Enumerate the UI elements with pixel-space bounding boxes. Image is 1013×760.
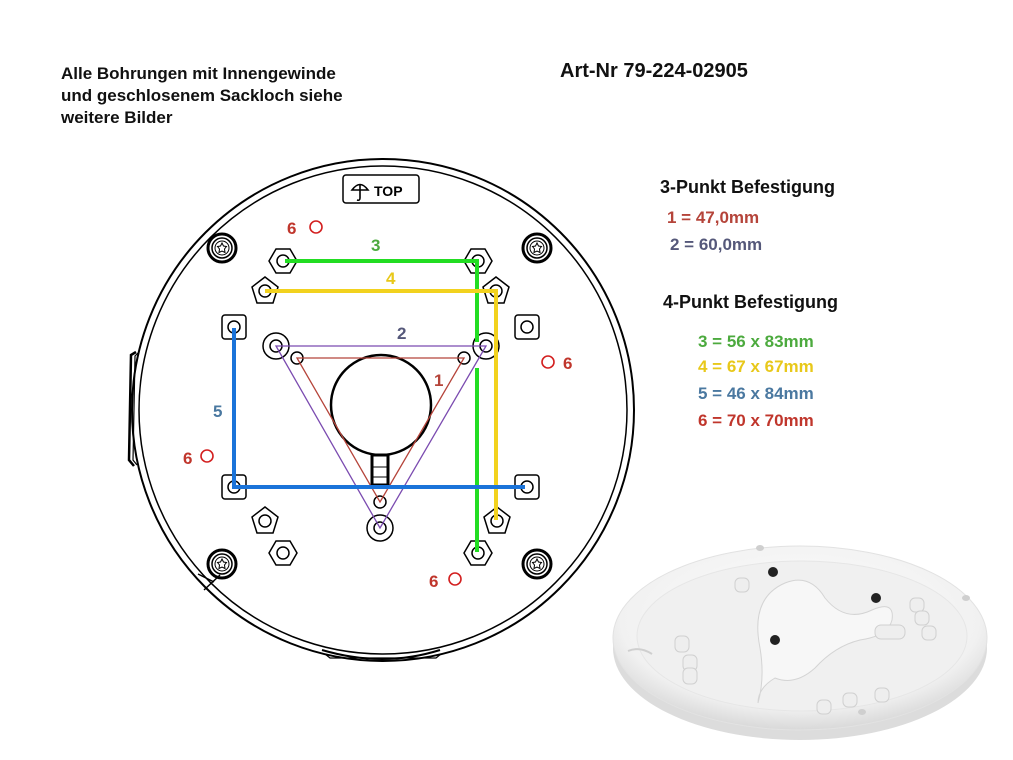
torx-screw-icon xyxy=(521,548,553,580)
note-line-3: weitere Bilder xyxy=(61,108,173,127)
torx-screw-icon xyxy=(521,232,553,264)
torx-screw-icon xyxy=(206,232,238,264)
spec-6: 6 = 70 x 70mm xyxy=(698,411,814,430)
top-label: TOP xyxy=(374,183,403,199)
spec-2: 2 = 60,0mm xyxy=(670,235,763,254)
pattern-3-lines xyxy=(285,259,479,552)
three-point-title: 3-Punkt Befestigung xyxy=(660,177,836,197)
label-5: 5 xyxy=(213,402,222,421)
top-marker: TOP xyxy=(342,174,420,204)
article-number: Art-Nr 79-224-02905 xyxy=(560,60,748,82)
square-holes xyxy=(221,314,540,500)
pattern-5-lines xyxy=(232,328,525,489)
label-1: 1 xyxy=(434,371,443,390)
mounting-plate-photo xyxy=(612,545,988,740)
pattern-4-lines xyxy=(265,289,498,520)
spec-4: 4 = 67 x 67mm xyxy=(698,357,814,376)
umbrella-icon xyxy=(350,183,370,202)
label-3: 3 xyxy=(371,236,380,255)
spec-1: 1 = 47,0mm xyxy=(667,208,760,227)
note-line-2: und geschlosenem Sackloch siehe xyxy=(61,86,343,105)
label-6-right: 6 xyxy=(563,354,572,373)
photo-screws xyxy=(768,567,881,645)
pattern-2-triangle xyxy=(274,345,488,530)
pattern-1-triangle xyxy=(295,357,466,504)
label-6-left: 6 xyxy=(183,449,192,468)
label-6-top: 6 xyxy=(287,219,296,238)
torx-screws xyxy=(206,232,553,580)
spec-3: 3 = 56 x 83mm xyxy=(698,332,814,351)
label-4: 4 xyxy=(386,269,396,288)
plate-outline xyxy=(127,158,635,662)
label-6-bottom: 6 xyxy=(429,572,438,591)
four-point-title: 4-Punkt Befestigung xyxy=(663,292,839,312)
drilling-note: Alle Bohrungen mit Innengewinde und gesc… xyxy=(61,63,343,129)
note-line-1: Alle Bohrungen mit Innengewinde xyxy=(61,64,336,83)
pattern-6-markers xyxy=(200,220,555,586)
torx-screw-icon xyxy=(206,548,238,580)
label-2: 2 xyxy=(397,324,406,343)
cable-hole xyxy=(329,353,433,487)
spec-5: 5 = 46 x 84mm xyxy=(698,384,814,403)
